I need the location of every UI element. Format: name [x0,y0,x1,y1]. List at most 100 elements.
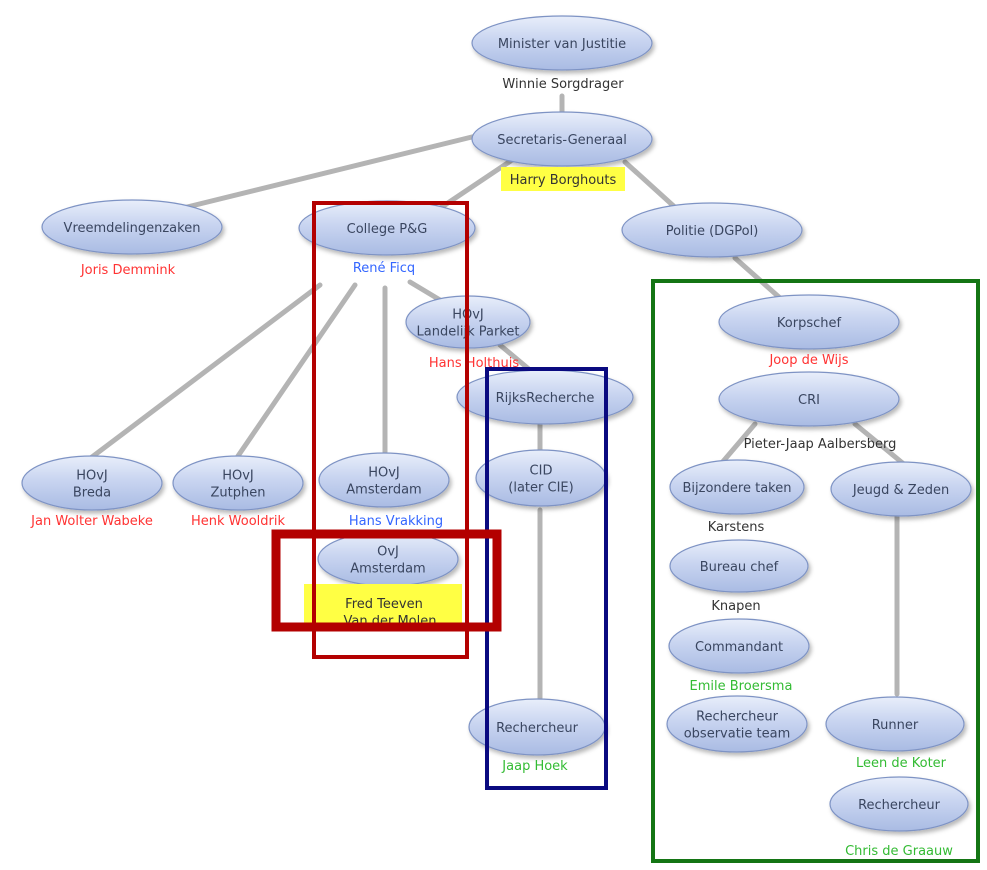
person-hoek: Jaap Hoek [501,759,568,774]
frame-red-tall [312,201,469,659]
node-label: Vreemdelingenzaken [64,221,201,236]
highlight-teeven [304,584,462,624]
node-label: Amsterdam [346,483,421,498]
edge-hovj-lp-rijksrecherche [497,342,533,373]
node-label: Jeugd & Zeden [852,483,949,498]
person-karstens: Karstens [708,520,765,535]
node-minister: Minister van Justitie [471,15,653,71]
node-label: Breda [73,486,111,501]
node-shape [318,452,450,508]
node-rijksrecherche: RijksRecherche [456,369,634,425]
person-broersma: Emile Broersma [690,679,793,694]
node-label: Runner [872,718,919,733]
node-shape [21,455,163,511]
node-label: OvJ [377,545,399,560]
node-rechercheur-cid: Rechercheur [468,698,606,756]
node-label: CRI [798,393,820,408]
node-label: Minister van Justitie [498,37,626,52]
node-college: College P&G [298,200,476,256]
node-shape [669,459,805,515]
node-shape [718,294,900,350]
node-label: Secretaris-Generaal [497,133,627,148]
node-label: Bureau chef [700,560,779,575]
node-label: Commandant [695,640,783,655]
node-label: observatie team [684,727,791,742]
person-de-koter: Leen de Koter [856,756,947,771]
edge-college-hovj-breda [85,282,323,463]
node-shape [666,695,808,753]
node-rechercheur-jz: Rechercheur [829,776,969,832]
connector-lines [85,93,908,701]
node-label: Rechercheur [496,721,579,736]
node-shape [669,539,809,593]
person-ficq: René Ficq [353,261,415,276]
person-de-graauw: Chris de Graauw [845,844,953,859]
person-wooldrik: Henk Wooldrik [191,514,285,529]
node-runner: Runner [825,696,965,752]
node-shape [668,618,810,674]
node-politie: Politie (DGPol) [621,202,803,258]
node-shape [621,202,803,258]
node-hovj-amsterdam: HOvJ Amsterdam [318,452,450,508]
node-label: HOvJ [368,466,400,481]
edge-sg-politie [622,159,681,213]
node-label: HOvJ [222,469,254,484]
edge-college-hovj-lp [407,279,443,303]
edge-cri-bijzondere [717,421,758,468]
node-label: (later CIE) [508,481,573,496]
frame-layer [271,201,980,863]
node-korpschef: Korpschef [718,294,900,350]
node-hovj-zutphen: HOvJ Zutphen [172,455,304,511]
node-sg: Secretaris-Generaal [471,111,653,167]
node-label: CID [530,464,553,479]
node-hovj-breda: HOvJ Breda [21,455,163,511]
node-bijzondere: Bijzondere taken [669,459,805,515]
edge-sg-college [427,155,518,218]
edge-politie-korpschef [732,255,783,301]
person-sorgdrager: Winnie Sorgdrager [502,77,624,92]
highlight-borghouts [501,167,625,191]
node-commandant: Commandant [668,618,810,674]
edge-cri-jeugd [852,421,908,468]
person-wabeke: Jan Wolter Wabeke [30,514,153,529]
node-jeugd: Jeugd & Zeden [830,461,972,517]
person-de-wijs: Joop de Wijs [768,353,848,368]
node-shape [829,776,969,832]
node-shape [471,15,653,71]
node-layer: Minister van JustitieSecretaris-Generaal… [21,15,972,832]
node-vreemdelingenzaken: Vreemdelingenzaken [41,199,223,255]
node-shape [718,371,900,427]
people-layer: Winnie Sorgdrager Harry Borghouts Joris … [30,77,953,859]
node-shape [830,461,972,517]
node-label: Korpschef [777,316,842,331]
person-knapen: Knapen [711,599,760,614]
person-vrakking: Hans Vrakking [349,514,443,529]
frame-red-wide [271,529,502,632]
person-borghouts: Harry Borghouts [510,173,617,188]
frame-blue [485,367,608,790]
node-shape [825,696,965,752]
node-label: HOvJ [76,469,108,484]
node-shape [172,455,304,511]
person-aalbersberg: Pieter-Jaap Aalbersberg [744,437,897,452]
node-label: Bijzondere taken [683,481,792,496]
node-cri: CRI [718,371,900,427]
node-observatie: Rechercheur observatie team [666,695,808,753]
frame-green [651,279,980,863]
edge-college-hovj-zutphen [235,282,358,459]
node-label: Politie (DGPol) [666,224,759,239]
node-label: Zutphen [211,486,266,501]
node-ovj-amsterdam: OvJ Amsterdam [317,531,459,587]
node-label: Rechercheur [858,798,941,813]
edge-sg-vreemdelingenzaken [172,132,483,213]
person-demmink: Joris Demmink [80,263,176,278]
node-shape [471,111,653,167]
node-label: College P&G [347,222,428,237]
person-teeven: Fred Teeven [345,597,423,612]
node-label: Rechercheur [696,710,779,725]
node-label: RijksRecherche [496,391,595,406]
node-bureau: Bureau chef [669,539,809,593]
node-cid: CID (later CIE) [475,449,607,507]
node-label: Amsterdam [350,562,425,577]
